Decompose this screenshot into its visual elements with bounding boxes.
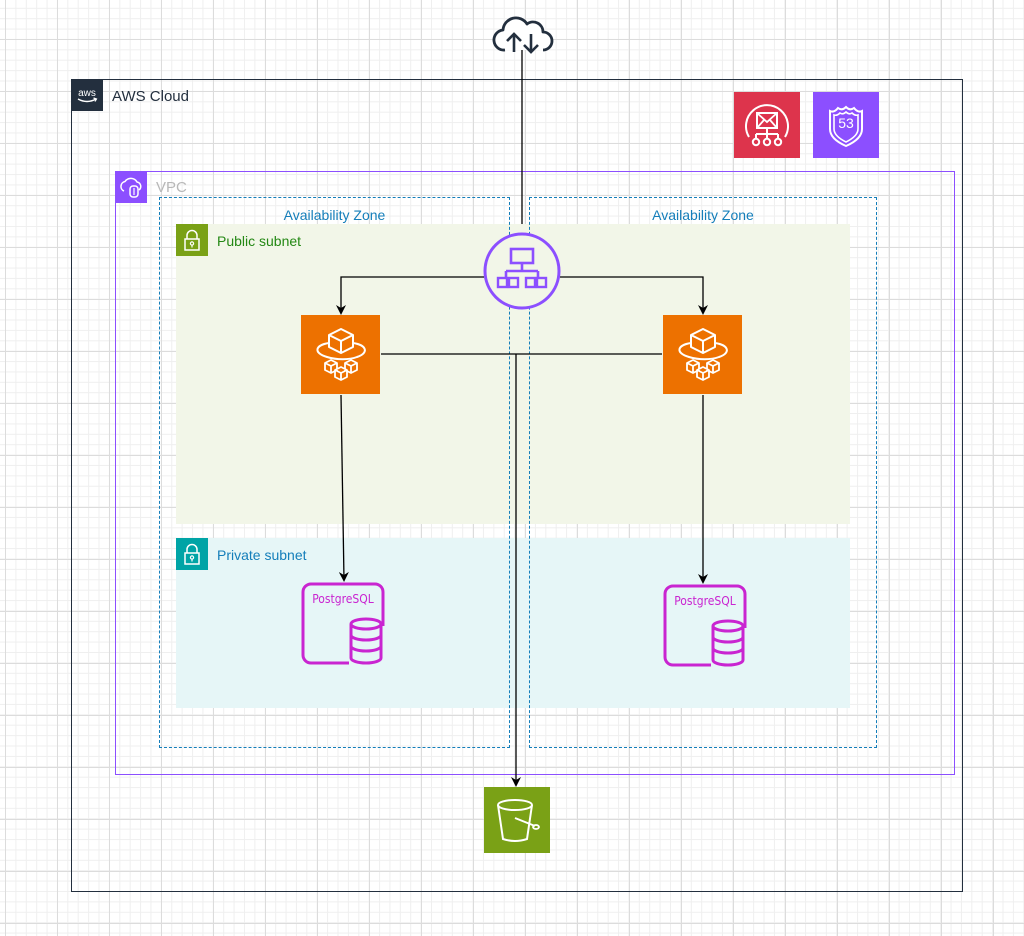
application-load-balancer-icon[interactable] [482, 231, 562, 311]
rds-postgresql-icon-1[interactable]: PostgreSQL [301, 582, 385, 666]
vpc-group[interactable] [115, 171, 955, 775]
ec2-auto-scaling-icon-2[interactable] [663, 315, 742, 394]
private-subnet-lock-icon [176, 538, 208, 570]
aws-cloud-label: AWS Cloud [112, 88, 189, 105]
availability-zone-1[interactable] [159, 197, 510, 748]
sns-topic-icon[interactable] [734, 92, 800, 158]
cloud-upload-download-icon[interactable] [491, 12, 555, 60]
vpc-cloud-icon [115, 171, 147, 203]
public-subnet-lock-icon [176, 224, 208, 256]
rds-postgresql-icon-2[interactable]: PostgreSQL [663, 584, 747, 668]
ec2-auto-scaling-icon-1[interactable] [301, 315, 380, 394]
public-subnet-label: Public subnet [217, 233, 302, 249]
availability-zone-1-label: Availability Zone [283, 207, 386, 223]
route53-label: 53 [838, 115, 854, 131]
availability-zone-2-label: Availability Zone [652, 207, 754, 223]
aws-logo-icon: aws [71, 79, 103, 111]
availability-zone-2[interactable] [529, 197, 877, 748]
vpc-label: VPC [156, 179, 187, 196]
route53-shield-icon[interactable]: 53 [813, 92, 879, 158]
aws-cloud-group[interactable] [71, 79, 963, 892]
svg-text:aws: aws [78, 88, 96, 99]
postgresql-label-2: PostgreSQL [674, 594, 736, 608]
private-subnet-label: Private subnet [217, 547, 307, 563]
s3-bucket-icon[interactable] [484, 787, 550, 853]
postgresql-label-1: PostgreSQL [312, 592, 374, 606]
